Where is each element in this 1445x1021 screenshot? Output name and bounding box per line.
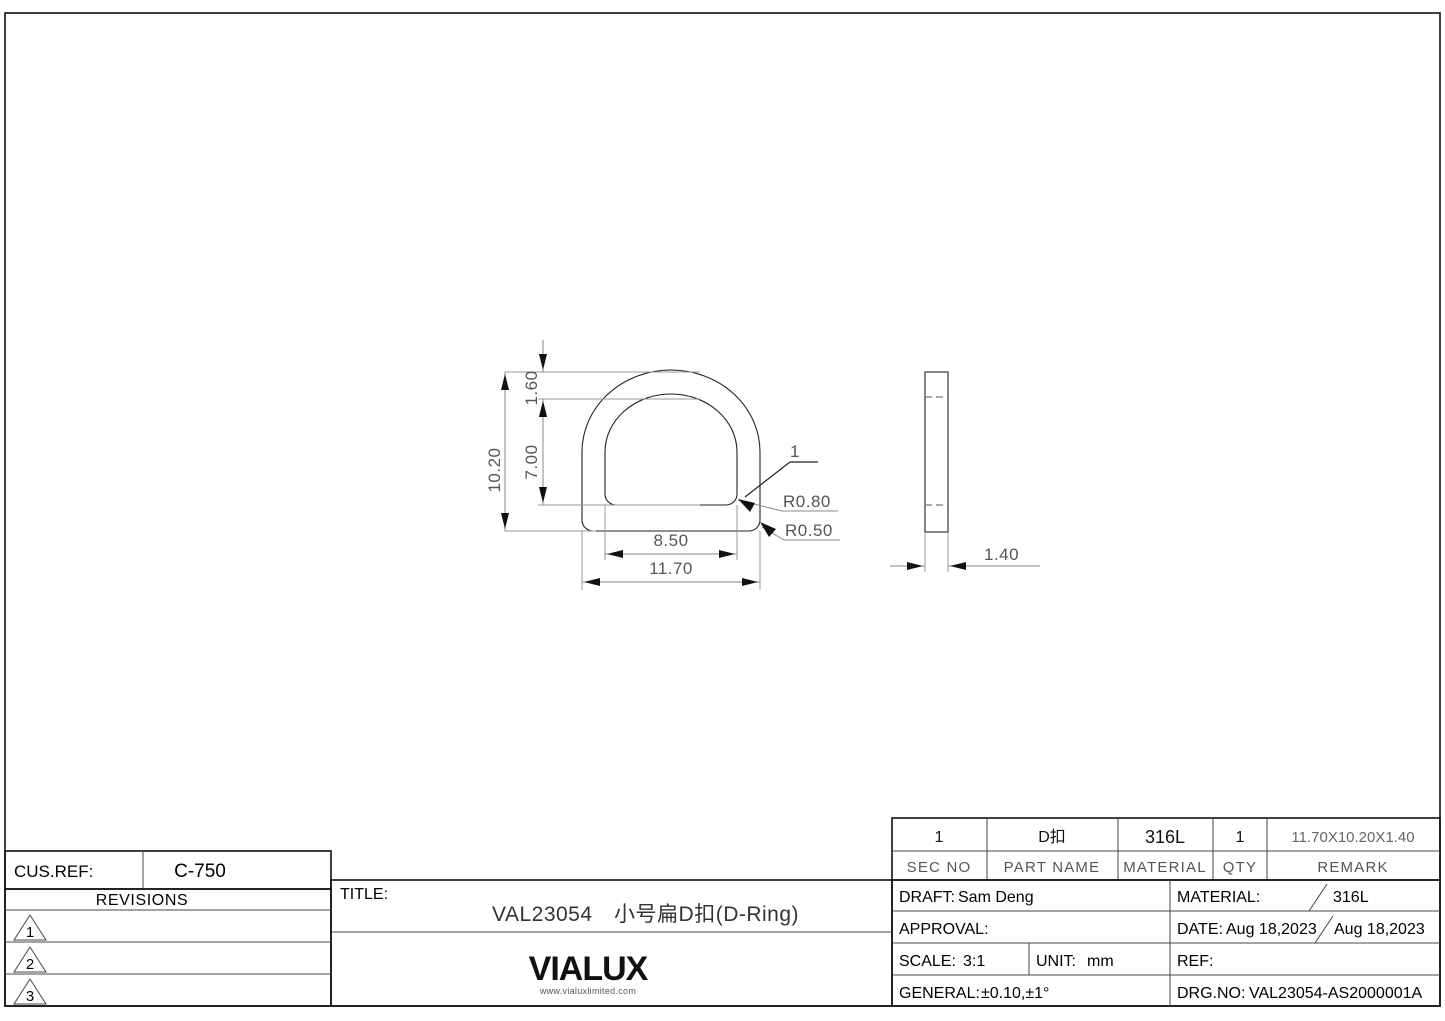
dimension-overall-width: 11.70: [581, 531, 761, 590]
unit-value: mm: [1087, 953, 1114, 970]
bom-header-material: MATERIAL: [1123, 859, 1207, 876]
bom-header-sec-no: SEC NO: [907, 859, 972, 876]
dimension-thickness-text: 1.40: [984, 545, 1019, 564]
sheet-border: [4, 12, 1441, 1007]
bom-cell-qty: 1: [1236, 829, 1245, 846]
dimension-top-band: 1.60: [522, 340, 700, 424]
general-label: GENERAL:: [899, 985, 980, 1002]
cus-ref-label: CUS.REF:: [14, 862, 93, 881]
dimension-thickness: 1.40: [890, 532, 1040, 572]
leader-radius-outer: R0.80: [737, 492, 838, 512]
bom-cell-material: 316L: [1145, 827, 1185, 847]
revision-marker-1: 1: [26, 924, 34, 941]
balloon-leader-1: 1: [744, 442, 818, 498]
cus-ref-value: C-750: [174, 861, 226, 882]
info-block: DRAFT: Sam Deng APPROVAL: SCALE: 3:1 UNI…: [891, 879, 1441, 1007]
bom-table: 1 D扣 316L 1 11.70X10.20X1.40 SEC NO PART…: [891, 817, 1441, 881]
bom-header-remark: REMARK: [1317, 859, 1388, 876]
bom-header-qty: QTY: [1223, 859, 1257, 876]
scale-label: SCALE:: [899, 953, 956, 970]
approval-label: APPROVAL:: [899, 921, 989, 938]
bom-cell-remark: 11.70X10.20X1.40: [1291, 829, 1414, 846]
general-value: ±0.10,±1°: [981, 985, 1049, 1002]
date-label: DATE:: [1177, 921, 1223, 938]
vialux-logo-text: VIALUX: [529, 950, 649, 988]
bom-cell-part-name: D扣: [1038, 828, 1066, 846]
date-value-2: Aug 18,2023: [1334, 921, 1425, 938]
d-ring-side-view: [924, 371, 949, 533]
leader-radius-inner-text: R0.50: [785, 521, 833, 540]
scale-value: 3:1: [963, 953, 985, 970]
cus-ref-block: CUS.REF: C-750: [4, 850, 332, 890]
title-value: VAL23054 小号扁D扣(D-Ring): [492, 903, 799, 926]
balloon-label-1: 1: [790, 442, 800, 461]
leader-radius-inner: R0.50: [760, 521, 840, 541]
title-label: TITLE:: [340, 886, 388, 903]
d-ring-front-view: [581, 369, 761, 532]
dimension-overall-width-text: 11.70: [649, 559, 693, 578]
bom-header-part-name: PART NAME: [1004, 859, 1101, 876]
revision-row-3: 3: [13, 978, 47, 1005]
ref-label: REF:: [1177, 953, 1213, 970]
dimension-inner-height: 7.00: [522, 399, 700, 506]
dimension-overall-height-text: 10.20: [485, 447, 504, 492]
material-value: 316L: [1333, 889, 1369, 906]
dimension-inner-height-text: 7.00: [522, 444, 541, 479]
revision-marker-3: 3: [26, 988, 34, 1005]
revisions-header: REVISIONS: [96, 892, 189, 909]
revision-marker-2: 2: [26, 956, 34, 973]
dimension-top-band-text: 1.60: [522, 370, 541, 405]
dimension-inner-width-text: 8.50: [653, 531, 688, 550]
revision-row-2: 2: [13, 946, 47, 973]
dimension-inner-width: 8.50: [604, 505, 738, 560]
vialux-logo-url: www.vialuxlimited.com: [539, 986, 636, 996]
vialux-logo: VIALUX www.vialuxlimited.com: [529, 950, 650, 996]
drgno-label: DRG.NO:: [1177, 985, 1245, 1002]
leader-radius-outer-text: R0.80: [783, 492, 831, 511]
revisions-block: REVISIONS 1 2 3: [4, 888, 332, 1007]
title-panel: TITLE: VAL23054 小号扁D扣(D-Ring): [330, 879, 893, 1007]
bom-cell-sec-no: 1: [935, 829, 944, 846]
draft-value: Sam Deng: [958, 889, 1034, 906]
draft-label: DRAFT:: [899, 889, 955, 906]
unit-label: UNIT:: [1036, 953, 1076, 970]
drgno-value: VAL23054-AS2000001A: [1249, 985, 1423, 1002]
revision-row-1: 1: [13, 914, 47, 941]
date-value-1: Aug 18,2023: [1226, 921, 1317, 938]
material-label: MATERIAL:: [1177, 889, 1260, 906]
